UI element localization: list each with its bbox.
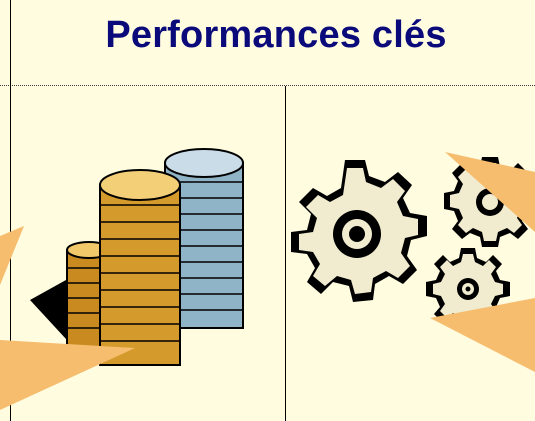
- gears-icon: [291, 157, 535, 330]
- callout-wedge-right-lower: [430, 298, 535, 372]
- title-bar: Performances clés: [0, 0, 535, 85]
- frame-left-border: [10, 0, 11, 421]
- coin-stack-icon: [30, 148, 244, 366]
- slide-title: Performances clés: [105, 14, 447, 56]
- title-separator: [0, 85, 535, 86]
- callout-wedge-right-upper: [445, 152, 535, 232]
- callout-wedge-left-lower: [0, 340, 135, 410]
- callout-wedge-left-upper: [0, 226, 24, 285]
- panel-divider: [285, 86, 286, 421]
